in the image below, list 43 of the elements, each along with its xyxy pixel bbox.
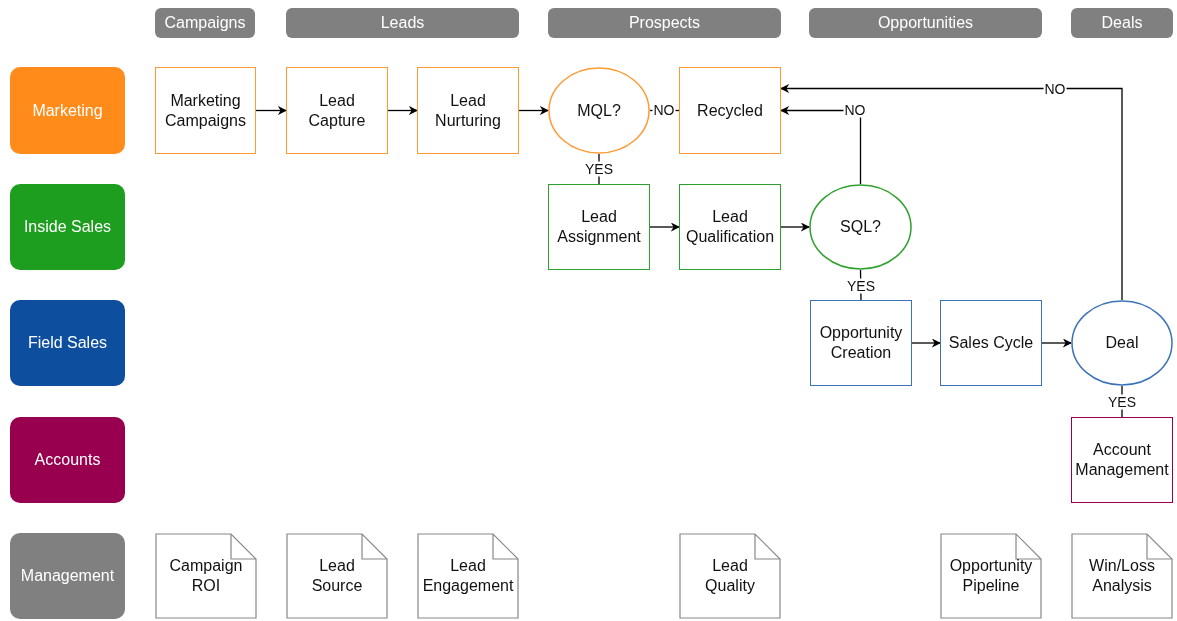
stage-header: Leads	[286, 8, 519, 38]
lane-header: Management	[10, 533, 125, 619]
arrow	[911, 338, 941, 348]
decision-ellipse: Deal	[1071, 300, 1173, 386]
arrow	[1041, 338, 1072, 348]
edge-label: NO	[843, 102, 867, 118]
arrow	[387, 106, 418, 115]
process-box: Marketing Campaigns	[155, 67, 256, 154]
edge-label: YES	[1107, 394, 1137, 410]
arrow	[649, 222, 680, 232]
lane-header: Inside Sales	[10, 184, 125, 270]
process-box: Lead Qualification	[679, 184, 781, 270]
arrow	[780, 106, 862, 185]
process-box: Lead Assignment	[548, 184, 650, 270]
stage-header: Deals	[1071, 8, 1173, 38]
edge-label: YES	[584, 161, 614, 177]
edge-label: YES	[846, 278, 876, 294]
lane-header: Field Sales	[10, 300, 125, 386]
process-box: Opportunity Creation	[810, 300, 912, 386]
stage-header: Opportunities	[809, 8, 1042, 38]
arrow	[780, 84, 1123, 301]
document-shape: Opportunity Pipeline	[940, 533, 1042, 619]
edge-label: NO	[652, 102, 676, 118]
process-box: Recycled	[679, 67, 781, 154]
arrow	[780, 222, 810, 232]
stage-header: Campaigns	[155, 8, 255, 38]
process-box: Lead Nurturing	[417, 67, 519, 154]
decision-ellipse: SQL?	[809, 184, 912, 270]
document-shape: Campaign ROI	[155, 533, 257, 619]
arrow	[255, 106, 287, 115]
arrow	[518, 106, 549, 115]
lane-header: Accounts	[10, 417, 125, 503]
document-shape: Win/Loss Analysis	[1071, 533, 1173, 619]
document-shape: Lead Quality	[679, 533, 781, 619]
edge-label: NO	[1043, 81, 1067, 97]
document-shape: Lead Source	[286, 533, 388, 619]
process-box: Lead Capture	[286, 67, 388, 154]
document-shape: Lead Engagement	[417, 533, 519, 619]
process-box: Account Management	[1071, 417, 1173, 503]
process-box: Sales Cycle	[940, 300, 1042, 386]
lane-header: Marketing	[10, 67, 125, 154]
decision-ellipse: MQL?	[548, 67, 650, 154]
stage-header: Prospects	[548, 8, 781, 38]
